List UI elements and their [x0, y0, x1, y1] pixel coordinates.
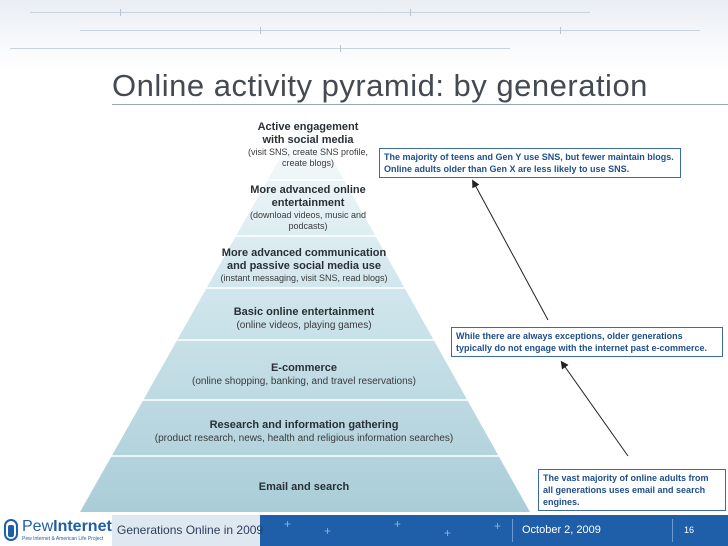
- level-description: (online videos, playing games): [236, 320, 372, 331]
- pyramid-level-email-search: Email and search: [204, 481, 404, 494]
- decor-line: [10, 48, 510, 49]
- pyramid-level-social-media: Active engagement with social media (vis…: [218, 121, 398, 169]
- level-heading: and passive social media use: [226, 260, 382, 272]
- footer-bar: PewInternet Pew Internet & American Life…: [0, 515, 728, 546]
- arrow-to-middle-callout: [560, 360, 629, 457]
- footer-deck-title: Generations Online in 2009: [117, 523, 264, 537]
- decor-tick: [410, 9, 411, 16]
- decor-cross: +: [394, 517, 402, 531]
- logo-name-light: Pew: [22, 518, 54, 535]
- level-heading: entertainment: [271, 197, 345, 209]
- level-description: (visit SNS, create SNS profile,: [247, 147, 369, 157]
- decor-tick: [120, 9, 121, 16]
- callout-middle: While there are always exceptions, older…: [451, 327, 723, 357]
- decor-line: [30, 12, 590, 13]
- logo-name-bold: Internet: [53, 518, 112, 535]
- level-description: (instant messaging, visit SNS, read blog…: [220, 273, 388, 283]
- level-description: (product research, news, health and reli…: [154, 433, 454, 444]
- slide-title: Online activity pyramid: by generation: [112, 68, 648, 103]
- level-heading: with social media: [262, 134, 354, 146]
- decor-cross: +: [444, 526, 452, 540]
- decor-cross: +: [284, 517, 292, 531]
- pyramid-level-advanced-entertainment: More advanced online entertainment (down…: [208, 184, 408, 232]
- title-underline: [112, 104, 728, 105]
- level-description: (download videos, music and: [249, 210, 367, 220]
- logo-name: PewInternet: [22, 518, 112, 536]
- level-description: podcasts): [288, 221, 328, 231]
- pyramid-level-ecommerce: E-commerce (online shopping, banking, an…: [154, 362, 454, 388]
- footer-separator: [672, 519, 673, 542]
- logo-mark-dot: [8, 525, 14, 537]
- footer-separator: [512, 519, 513, 542]
- pyramid-level-basic-entertainment: Basic online entertainment (online video…: [184, 306, 424, 332]
- logo-tagline: Pew Internet & American Life Project: [22, 536, 104, 542]
- decor-line: [80, 30, 700, 31]
- level-heading: Research and information gathering: [209, 419, 399, 431]
- decor-cross: +: [324, 524, 332, 538]
- level-heading: More advanced communication: [221, 247, 387, 259]
- arrow-to-top-callout: [472, 179, 549, 321]
- level-heading: Active engagement: [257, 121, 359, 133]
- footer-title-box: Generations Online in 2009: [112, 515, 264, 546]
- level-description: create blogs): [281, 158, 335, 168]
- level-description: (online shopping, banking, and travel re…: [191, 376, 417, 387]
- decor-tick: [340, 45, 341, 52]
- logo-mark-icon: [4, 519, 18, 541]
- footer-decoration: + + + + +: [262, 515, 512, 546]
- pyramid-level-research: Research and information gathering (prod…: [124, 419, 484, 445]
- page-number: 16: [684, 525, 695, 535]
- level-heading: More advanced online: [250, 184, 366, 196]
- level-heading: Basic online entertainment: [233, 306, 375, 318]
- pyramid-level-advanced-communication: More advanced communication and passive …: [184, 247, 424, 284]
- callout-top: The majority of teens and Gen Y use SNS,…: [379, 148, 681, 178]
- footer-date: October 2, 2009: [522, 524, 601, 536]
- decor-tick: [260, 27, 261, 34]
- pyramid-shape: [80, 112, 530, 512]
- level-heading: E-commerce: [270, 362, 338, 374]
- decor-tick: [560, 27, 561, 34]
- header-band: [0, 0, 728, 72]
- pew-internet-logo: PewInternet Pew Internet & American Life…: [0, 515, 112, 546]
- decor-cross: +: [494, 519, 502, 533]
- callout-bottom: The vast majority of online adults from …: [538, 469, 726, 511]
- level-heading: Email and search: [258, 481, 350, 493]
